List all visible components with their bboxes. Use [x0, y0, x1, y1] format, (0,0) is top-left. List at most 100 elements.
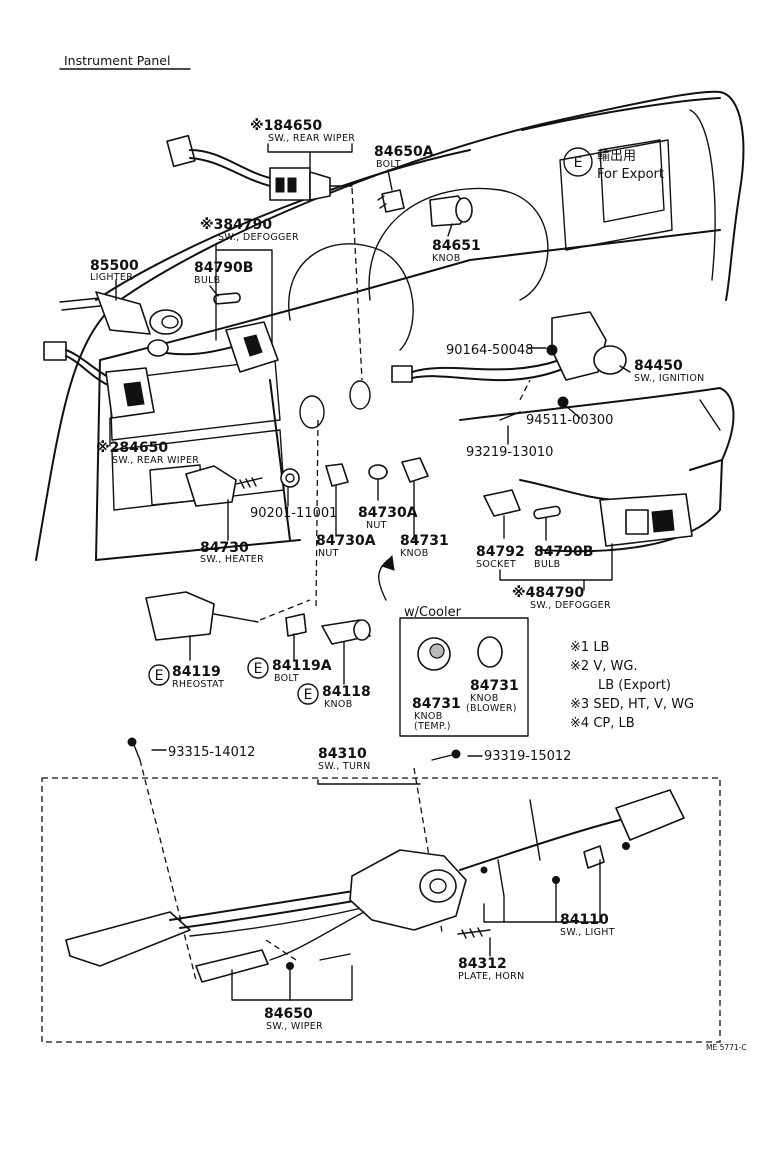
part-name: KNOB	[400, 548, 429, 559]
heater-shaft	[235, 477, 263, 485]
part-name: BULB	[534, 559, 560, 570]
washer-90201	[280, 468, 300, 488]
leader-84450	[619, 365, 631, 373]
bolt-head	[381, 189, 405, 213]
part-number: 84731	[412, 696, 461, 712]
rheostat-knob-face	[353, 619, 371, 641]
horn-plate-thread	[461, 927, 483, 939]
part-name: SW., TURN	[318, 761, 371, 772]
guide-lines	[139, 187, 531, 981]
lighter-body	[95, 291, 151, 335]
connector-plug	[166, 134, 196, 168]
part-name: BOLT	[274, 673, 299, 684]
panel-recess-2	[111, 429, 285, 511]
bulb-84790b-lower	[533, 505, 561, 520]
wire-harness-1	[189, 149, 271, 179]
part-number: 84731	[400, 533, 449, 549]
leader-84650a	[387, 169, 393, 191]
gauge-window-2	[599, 139, 665, 223]
export-mark-circle	[563, 147, 593, 177]
bracket-484790	[499, 543, 613, 581]
part-number: 84119A	[272, 658, 332, 674]
guide-ignition	[519, 379, 531, 401]
legend: ※1 LB ※2 V, WG. LB (Export) ※3 SED, HT, …	[570, 640, 694, 731]
ignition-nut	[557, 396, 569, 408]
export-circle	[297, 683, 319, 705]
guide-rheostat	[315, 419, 319, 611]
dashboard-panel	[35, 90, 745, 561]
cooler-inset: w/Cooler	[378, 554, 529, 737]
part-name: (TEMP.)	[414, 721, 451, 732]
part-number: 90164-50048	[446, 343, 533, 358]
part-number: 84312	[458, 956, 507, 972]
legend-item: ※1 LB	[570, 640, 609, 655]
part-name: SW., LIGHT	[560, 927, 615, 938]
bracket-84110-legs	[503, 883, 557, 923]
connector-2	[43, 341, 67, 361]
dash-right-bottom	[539, 459, 723, 553]
lighter-knob-face	[161, 315, 179, 329]
cooler-box	[399, 617, 529, 737]
part-name: LIGHTER	[90, 272, 133, 283]
gauge-right-rim	[689, 109, 716, 281]
dash-bottom-left	[95, 539, 301, 561]
rear-wiper-switch-2-drawing	[43, 341, 155, 419]
part-name: SOCKET	[476, 559, 516, 570]
switch-nose	[309, 171, 331, 201]
knob-84651-drawing	[429, 195, 473, 227]
gauge-housing-left	[288, 243, 414, 351]
harness-wire-3	[189, 907, 363, 937]
leader-lines	[109, 143, 631, 1001]
rheostat-shaft	[213, 613, 259, 623]
part-number: 93315-14012	[168, 745, 255, 760]
export-mark: E 輸出用 For Export	[563, 147, 664, 182]
nut-84730a-2	[368, 464, 388, 480]
part-number: 94511-00300	[526, 413, 613, 428]
part-name: SW., WIPER	[266, 1021, 323, 1032]
leader-84790b	[209, 285, 219, 297]
export-circle	[247, 657, 269, 679]
rheostat-body	[145, 591, 215, 641]
light-switch-nut-1	[622, 842, 630, 850]
wiper-nut	[286, 962, 294, 970]
panel-hole-right	[349, 380, 371, 410]
rheostat-drawing	[145, 591, 371, 645]
light-switch-pin	[497, 859, 505, 897]
bolt-thread	[377, 195, 387, 209]
defogger-switch-top-drawing	[147, 321, 279, 373]
wiper-screw	[319, 953, 351, 961]
export-circle-letter: E	[254, 661, 263, 677]
part-number: 84792	[476, 544, 525, 560]
part-number: 84650	[264, 1006, 313, 1022]
cooler-label: w/Cooler	[404, 605, 462, 620]
lighter-wire	[59, 297, 101, 311]
part-name: (BLOWER)	[466, 703, 517, 714]
gauge-window-1	[559, 139, 673, 251]
switch-slot-2	[287, 177, 297, 193]
ignition-bolt	[499, 411, 521, 421]
light-switch-clip	[583, 845, 605, 869]
guide-screw-left	[139, 759, 197, 981]
ignition-cylinder	[593, 345, 627, 375]
leader-84651	[447, 223, 453, 237]
wire-2a	[65, 349, 111, 379]
dash-top-outline	[35, 90, 745, 561]
part-name: SW., IGNITION	[634, 373, 705, 384]
part-mark: ※184650	[250, 118, 322, 134]
part-number: 84450	[634, 358, 683, 374]
part-number: 84110	[560, 912, 609, 928]
ignition-wire-1	[411, 359, 561, 373]
bracket-84650-wiper	[231, 965, 353, 1001]
part-number: 84730A	[316, 533, 376, 549]
knob-blower-drawing	[477, 636, 503, 668]
part-number: 84790B	[194, 260, 253, 276]
turn-switch-drawing	[65, 789, 685, 983]
export-circle	[148, 664, 170, 686]
ignition-switch-drawing	[391, 311, 627, 421]
harness-wire-2	[179, 899, 361, 929]
defogger-4-rocker	[651, 509, 675, 533]
panel-hole-left	[299, 395, 325, 429]
heater-thread	[239, 477, 257, 489]
ignition-connector	[391, 365, 413, 383]
